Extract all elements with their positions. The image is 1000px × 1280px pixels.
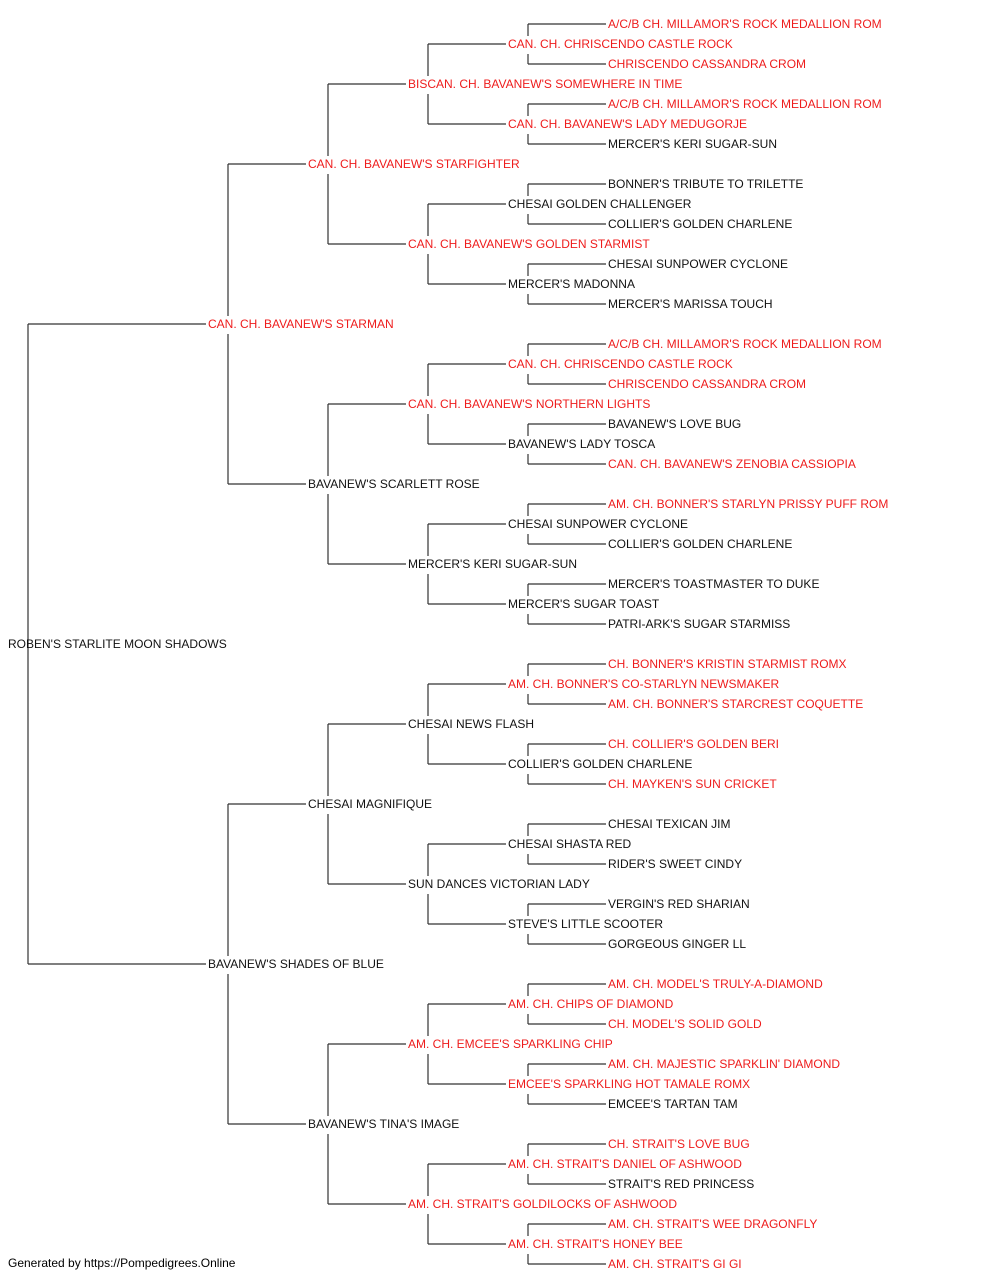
ancestor-name: CHESAI SUNPOWER CYCLONE — [608, 257, 788, 271]
ancestor-name: AM. CH. STRAIT'S DANIEL OF ASHWOOD — [508, 1157, 742, 1171]
ancestor-name: CHESAI SUNPOWER CYCLONE — [508, 517, 688, 531]
ancestor-name: CHESAI TEXICAN JIM — [608, 817, 730, 831]
ancestor-name: CHRISCENDO CASSANDRA CROM — [608, 377, 806, 391]
ancestor-name: CHESAI SHASTA RED — [508, 837, 631, 851]
ancestor-name: CHESAI MAGNIFIQUE — [308, 797, 432, 811]
ancestor-name: MERCER'S MADONNA — [508, 277, 635, 291]
ancestor-name: CAN. CH. CHRISCENDO CASTLE ROCK — [508, 37, 733, 51]
ancestor-name: CHESAI GOLDEN CHALLENGER — [508, 197, 692, 211]
ancestor-name: CH. STRAIT'S LOVE BUG — [608, 1137, 750, 1151]
ancestor-name: BAVANEW'S SCARLETT ROSE — [308, 477, 480, 491]
ancestor-name: CHRISCENDO CASSANDRA CROM — [608, 57, 806, 71]
ancestor-name: CAN. CH. CHRISCENDO CASTLE ROCK — [508, 357, 733, 371]
ancestor-name: STRAIT'S RED PRINCESS — [608, 1177, 754, 1191]
pedigree-names: ROBEN'S STARLITE MOON SHADOWS CAN. CH. BA… — [8, 17, 888, 1271]
ancestor-name: BAVANEW'S LOVE BUG — [608, 417, 741, 431]
ancestor-name: BONNER'S TRIBUTE TO TRILETTE — [608, 177, 803, 191]
ancestor-name: BAVANEW'S TINA'S IMAGE — [308, 1117, 459, 1131]
ancestor-name: CAN. CH. BAVANEW'S LADY MEDUGORJE — [508, 117, 747, 131]
ancestor-name: COLLIER'S GOLDEN CHARLENE — [508, 757, 692, 771]
ancestor-name: EMCEE'S TARTAN TAM — [608, 1097, 738, 1111]
ancestor-name: AM. CH. STRAIT'S WEE DRAGONFLY — [608, 1217, 817, 1231]
ancestor-name: AM. CH. EMCEE'S SPARKLING CHIP — [408, 1037, 613, 1051]
ancestor-name: AM. CH. CHIPS OF DIAMOND — [508, 997, 674, 1011]
ancestor-name: MERCER'S TOASTMASTER TO DUKE — [608, 577, 819, 591]
ancestor-name: CH. MAYKEN'S SUN CRICKET — [608, 777, 777, 791]
subject-name: ROBEN'S STARLITE MOON SHADOWS — [8, 637, 227, 651]
ancestor-name: A/C/B CH. MILLAMOR'S ROCK MEDALLION ROM — [608, 17, 882, 31]
ancestor-name: CAN. CH. BAVANEW'S STARMAN — [208, 317, 394, 331]
ancestor-name: STEVE'S LITTLE SCOOTER — [508, 917, 663, 931]
ancestor-name: PATRI-ARK'S SUGAR STARMISS — [608, 617, 790, 631]
ancestor-name: CAN. CH. BAVANEW'S NORTHERN LIGHTS — [408, 397, 650, 411]
ancestor-name: AM. CH. MODEL'S TRULY-A-DIAMOND — [608, 977, 823, 991]
ancestor-name: A/C/B CH. MILLAMOR'S ROCK MEDALLION ROM — [608, 337, 882, 351]
ancestor-name: AM. CH. BONNER'S STARCREST COQUETTE — [608, 697, 863, 711]
ancestor-name: CAN. CH. BAVANEW'S STARFIGHTER — [308, 157, 520, 171]
ancestor-name: MERCER'S MARISSA TOUCH — [608, 297, 773, 311]
ancestor-name: CH. BONNER'S KRISTIN STARMIST ROMX — [608, 657, 847, 671]
ancestor-name: VERGIN'S RED SHARIAN — [608, 897, 750, 911]
ancestor-name: CH. COLLIER'S GOLDEN BERI — [608, 737, 779, 751]
ancestor-name: MERCER'S KERI SUGAR-SUN — [408, 557, 577, 571]
ancestor-name: AM. CH. MAJESTIC SPARKLIN' DIAMOND — [608, 1057, 840, 1071]
ancestor-name: BAVANEW'S SHADES OF BLUE — [208, 957, 384, 971]
ancestor-name: A/C/B CH. MILLAMOR'S ROCK MEDALLION ROM — [608, 97, 882, 111]
ancestor-name: RIDER'S SWEET CINDY — [608, 857, 742, 871]
ancestor-name: GORGEOUS GINGER LL — [608, 937, 746, 951]
ancestor-name: COLLIER'S GOLDEN CHARLENE — [608, 217, 792, 231]
ancestor-name: COLLIER'S GOLDEN CHARLENE — [608, 537, 792, 551]
ancestor-name: BAVANEW'S LADY TOSCA — [508, 437, 655, 451]
ancestor-name: EMCEE'S SPARKLING HOT TAMALE ROMX — [508, 1077, 750, 1091]
ancestor-name: CAN. CH. BAVANEW'S GOLDEN STARMIST — [408, 237, 650, 251]
ancestor-name: AM. CH. STRAIT'S HONEY BEE — [508, 1237, 683, 1251]
ancestor-name: AM. CH. STRAIT'S GI GI — [608, 1257, 742, 1271]
footer-credit: Generated by https://Pompedigrees.Online — [8, 1256, 236, 1270]
ancestor-name: MERCER'S SUGAR TOAST — [508, 597, 660, 611]
ancestor-name: CAN. CH. BAVANEW'S ZENOBIA CASSIOPIA — [608, 457, 856, 471]
ancestor-name: CH. MODEL'S SOLID GOLD — [608, 1017, 762, 1031]
ancestor-name: SUN DANCES VICTORIAN LADY — [408, 877, 590, 891]
ancestor-name: CHESAI NEWS FLASH — [408, 717, 534, 731]
ancestor-name: MERCER'S KERI SUGAR-SUN — [608, 137, 777, 151]
ancestor-name: AM. CH. BONNER'S STARLYN PRISSY PUFF ROM — [608, 497, 888, 511]
ancestor-name: AM. CH. STRAIT'S GOLDILOCKS OF ASHWOOD — [408, 1197, 677, 1211]
pedigree-connectors — [27, 23, 606, 1265]
ancestor-name: BISCAN. CH. BAVANEW'S SOMEWHERE IN TIME — [408, 77, 682, 91]
ancestor-name: AM. CH. BONNER'S CO-STARLYN NEWSMAKER — [508, 677, 780, 691]
